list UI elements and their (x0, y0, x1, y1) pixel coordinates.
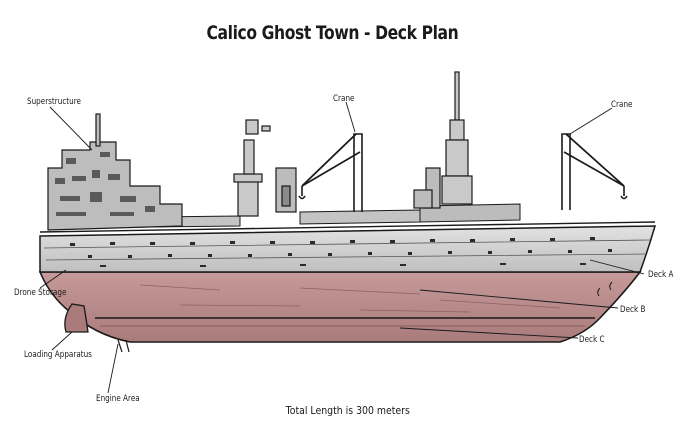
mast-2 (441, 71, 473, 205)
label-drone-storage: Drone Storage (14, 288, 67, 298)
label-crane-2: Crane (611, 100, 633, 110)
label-loading-apparatus: Loading Apparatus (24, 350, 92, 360)
funnel-1 (275, 167, 297, 213)
label-deck-b: Deck B (620, 305, 646, 315)
label-engine-area: Engine Area (96, 394, 140, 404)
funnel-2 (413, 167, 441, 209)
label-deck-a: Deck A (648, 270, 674, 280)
crane-1 (298, 133, 363, 212)
label-deck-c: Deck C (579, 335, 605, 345)
crane-2 (561, 133, 628, 210)
callout-lines (39, 101, 645, 394)
upper-hull (39, 225, 657, 273)
page-title: Calico Ghost Town - Deck Plan (206, 22, 459, 44)
total-length-caption: Total Length is 300 meters (285, 404, 410, 417)
label-superstructure: Superstructure (27, 97, 81, 107)
lower-hull (38, 271, 642, 343)
label-crane-1: Crane (333, 94, 355, 104)
mast-1 (233, 119, 271, 217)
rudder (64, 303, 89, 333)
